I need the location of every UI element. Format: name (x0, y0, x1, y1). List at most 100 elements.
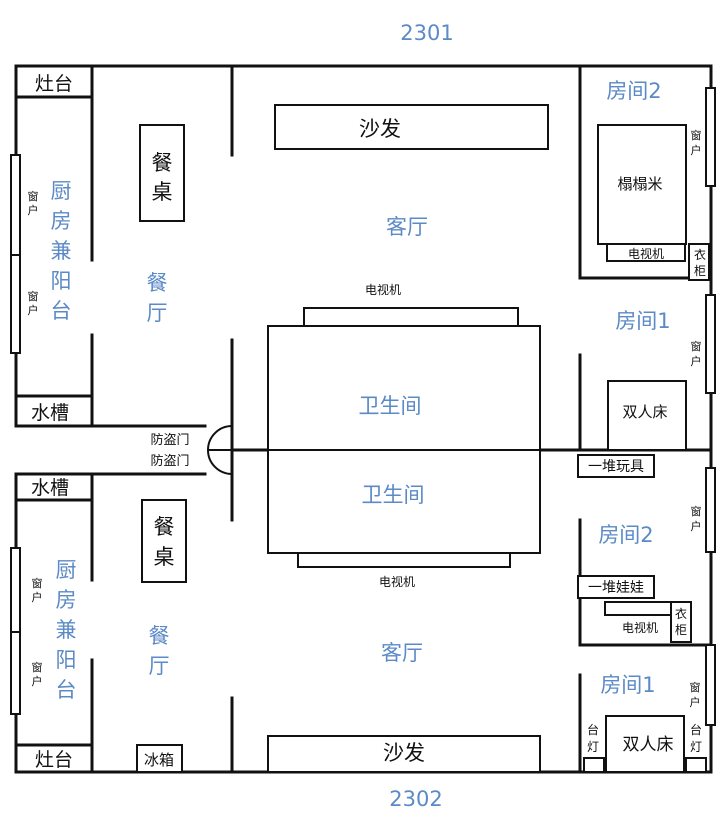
lamp-label-bottom-left: 台 灯 (587, 722, 599, 754)
svg-text:灯: 灯 (587, 740, 599, 754)
wardrobe-bottom (670, 601, 692, 643)
svg-text:厅: 厅 (149, 654, 170, 678)
sink-label-bottom: 水槽 (31, 477, 69, 499)
window-label-top-1: 窗 户 (28, 189, 39, 217)
toys-bottom (577, 454, 655, 478)
dining-room-label-bottom: 餐 厅 (149, 624, 170, 678)
svg-text:窗: 窗 (690, 680, 701, 694)
lamp-label-bottom-right: 台 灯 (690, 722, 702, 754)
window-label-bottom-3: 窗 户 (691, 504, 702, 533)
wardrobe-label-top: 衣 柜 (694, 247, 706, 278)
svg-text:桌: 桌 (154, 545, 175, 569)
fridge-bottom (136, 744, 183, 773)
svg-text:台: 台 (51, 299, 72, 323)
svg-text:台: 台 (690, 722, 702, 737)
dining-table-bottom (141, 499, 187, 583)
lamp-bottom-left (583, 757, 605, 773)
dining-table-label-top: 餐 桌 (152, 151, 173, 204)
tatami-label-top: 榻榻米 (617, 175, 662, 193)
double-bed-bottom (605, 715, 685, 773)
sofa-top (274, 104, 549, 150)
bathroom-label-top: 卫生间 (359, 394, 422, 418)
lamp-bottom-right (685, 757, 707, 773)
svg-text:阳: 阳 (56, 648, 77, 672)
svg-text:窗: 窗 (691, 339, 702, 353)
tv-cabinet-bottom (297, 552, 511, 568)
svg-text:窗: 窗 (32, 576, 43, 590)
double-bed-label-top: 双人床 (622, 403, 667, 421)
svg-text:兼: 兼 (56, 618, 77, 642)
window-label-top-2: 窗 户 (28, 289, 39, 317)
living-room-label-top: 客厅 (386, 215, 428, 239)
unit-label-2302: 2302 (389, 787, 442, 811)
svg-text:户: 户 (691, 143, 702, 157)
security-door-label-top: 防盗门 (150, 432, 189, 448)
room2-label-top: 房间2 (606, 79, 661, 103)
dolls-label-bottom: 一堆娃娃 (588, 580, 644, 596)
tv-cabinet-top (303, 307, 519, 327)
svg-text:餐: 餐 (149, 624, 170, 648)
room2-tv-label-bottom: 电视机 (622, 620, 658, 635)
svg-text:台: 台 (56, 678, 77, 702)
double-bed-top (607, 380, 687, 451)
sofa-bottom (267, 735, 541, 773)
svg-text:阳: 阳 (51, 269, 72, 293)
sofa-label-top: 沙发 (359, 117, 401, 141)
room1-label-bottom: 房间1 (600, 673, 655, 697)
kitchen-label-bottom: 厨 房 兼 阳 台 (56, 558, 77, 702)
room2-tv-label-top: 电视机 (628, 246, 664, 261)
svg-text:户: 户 (691, 354, 702, 368)
svg-text:餐: 餐 (147, 271, 168, 295)
svg-text:柜: 柜 (694, 264, 706, 278)
svg-text:桌: 桌 (152, 180, 173, 204)
tv-label-top: 电视机 (365, 282, 401, 297)
stove-label-top: 灶台 (35, 73, 73, 95)
bathroom-bottom (267, 449, 541, 554)
window-label-bottom-2: 窗 户 (32, 660, 43, 688)
window-label-bottom-4: 窗 户 (690, 680, 701, 709)
unit-label-2301: 2301 (400, 21, 453, 45)
bathroom-top (267, 325, 541, 451)
room2-label-bottom: 房间2 (598, 523, 653, 547)
window-label-top-4: 窗 户 (691, 339, 702, 368)
svg-text:户: 户 (32, 590, 43, 604)
wardrobe-top (688, 243, 710, 281)
svg-text:户: 户 (691, 519, 702, 533)
window-label-top-3: 窗 户 (691, 128, 702, 157)
svg-text:窗: 窗 (28, 289, 39, 303)
svg-text:户: 户 (28, 203, 39, 217)
svg-text:窗: 窗 (28, 189, 39, 203)
toys-label-bottom: 一堆玩具 (588, 459, 644, 475)
room2-tv-bottom (604, 601, 672, 616)
svg-text:衣: 衣 (694, 247, 706, 262)
kitchen-label-top: 厨 房 兼 阳 台 (51, 179, 72, 323)
sofa-label-bottom: 沙发 (383, 741, 425, 765)
svg-text:兼: 兼 (51, 239, 72, 263)
fridge-label-bottom: 冰箱 (144, 751, 174, 769)
window-label-bottom-1: 窗 户 (32, 576, 43, 604)
svg-text:房: 房 (56, 588, 77, 612)
stove-label-bottom: 灶台 (35, 749, 73, 771)
svg-text:户: 户 (32, 674, 43, 688)
dining-table-top (139, 124, 185, 222)
room2-tv-top (606, 243, 686, 262)
sink-label-top: 水槽 (31, 402, 69, 424)
windows (10, 87, 716, 726)
living-room-label-bottom: 客厅 (381, 641, 423, 665)
svg-text:餐: 餐 (152, 151, 173, 175)
dolls-bottom (577, 575, 655, 599)
svg-text:柜: 柜 (675, 623, 687, 637)
wardrobe-label-bottom: 衣 柜 (675, 606, 687, 637)
double-bed-label-bottom: 双人床 (623, 735, 674, 755)
svg-text:户: 户 (690, 695, 701, 709)
security-doors (207, 425, 234, 475)
security-door-label-bottom: 防盗门 (150, 453, 189, 469)
bathroom-label-bottom: 卫生间 (362, 483, 425, 507)
svg-text:窗: 窗 (691, 504, 702, 518)
room1-label-top: 房间1 (615, 309, 670, 333)
svg-text:厅: 厅 (147, 301, 168, 325)
svg-text:衣: 衣 (675, 606, 687, 621)
tv-label-bottom: 电视机 (379, 574, 415, 589)
svg-text:厨: 厨 (56, 558, 77, 582)
